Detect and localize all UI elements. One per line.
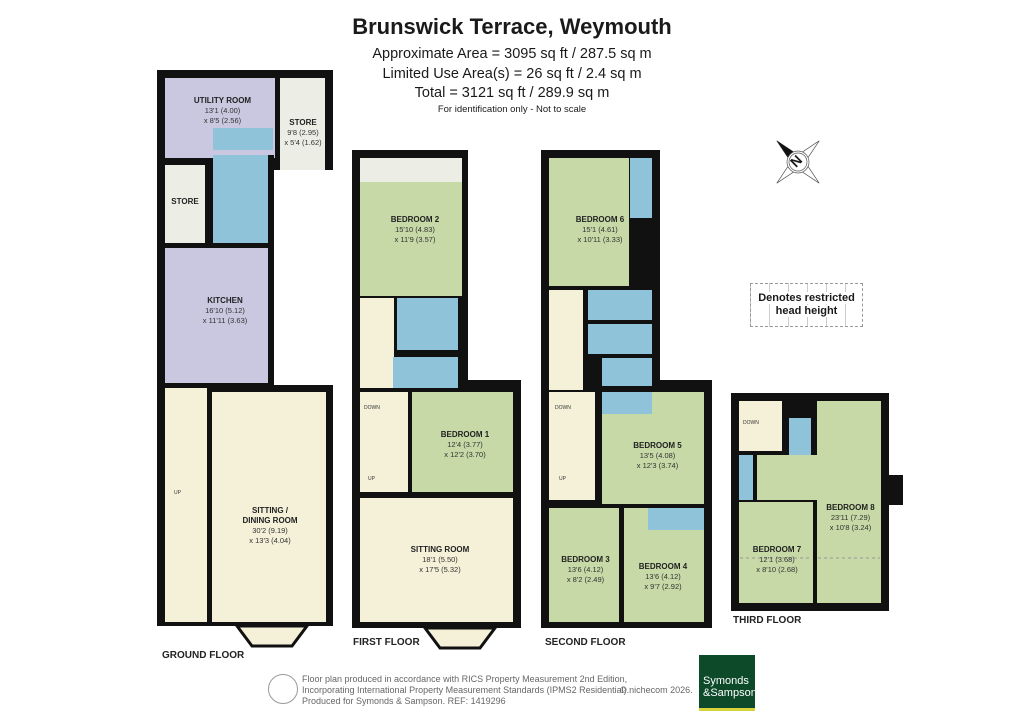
bedroom4-ensuite <box>648 508 704 530</box>
agency-logo: Symonds &Sampson <box>699 655 757 711</box>
sitting-dining-area <box>212 392 326 622</box>
utility-wc-area <box>213 128 273 150</box>
stair-up-ground: UP <box>174 490 181 496</box>
disclaimer-note: For identification only - Not to scale <box>437 104 587 115</box>
bedroom2-wardrobes <box>360 158 468 182</box>
stair-up-first: UP <box>368 476 375 482</box>
stair-down-third: DOWN <box>743 420 759 426</box>
store-top-area <box>280 78 325 170</box>
total-area: Total = 3121 sq ft / 289.9 sq m <box>414 85 610 101</box>
stair-down-second: DOWN <box>555 405 571 411</box>
second-floor-plan <box>541 150 712 628</box>
shower1-area <box>588 290 652 320</box>
bedroom1-area <box>412 392 513 492</box>
kitchen-area <box>165 248 268 383</box>
bedroom7-area <box>739 502 813 603</box>
first-bathroom-area <box>397 298 458 350</box>
limited-use-area: Limited Use Area(s) = 26 sq ft / 2.4 sq … <box>382 66 642 82</box>
bedroom5-ensuite <box>602 392 652 414</box>
bedroom6-ensuite <box>630 158 652 218</box>
floor-label-first: FIRST FLOOR <box>353 637 420 648</box>
shower2-area <box>588 324 652 354</box>
floor-label-ground: GROUND FLOOR <box>162 650 245 661</box>
third-landing <box>757 455 817 500</box>
ground-hall-area <box>165 388 207 622</box>
sitting-room-area <box>360 498 513 622</box>
second-stair-landing <box>549 392 595 500</box>
footer-text: Floor plan produced in accordance with R… <box>302 674 630 706</box>
floor-label-third: THIRD FLOOR <box>733 615 802 626</box>
first-bay-window <box>422 626 498 650</box>
ground-bay-window <box>234 624 310 648</box>
first-landing-upper <box>360 298 394 388</box>
second-landing-upper <box>549 290 583 390</box>
bedroom8-area <box>817 401 881 603</box>
third-wc-left <box>739 455 753 500</box>
page-title: Brunswick Terrace, Weymouth <box>352 14 672 39</box>
room-label-store-mid: STORE <box>171 197 199 206</box>
third-floor-plan <box>731 393 903 611</box>
first-stair-landing <box>360 392 408 492</box>
store-mid-area <box>165 165 205 243</box>
first-floor-plan <box>352 150 521 650</box>
second-wc-area <box>602 358 652 386</box>
ground-bathroom-area <box>213 155 268 243</box>
stair-down-first: DOWN <box>364 405 380 411</box>
approx-area: Approximate Area = 3095 sq ft / 287.5 sq… <box>372 46 652 62</box>
copyright: © nichecom 2026. <box>620 685 693 695</box>
first-shower-room-area <box>393 357 458 388</box>
bedroom3-area <box>549 508 619 622</box>
compass-icon <box>776 140 820 184</box>
measurement-standard-icon <box>268 674 298 704</box>
stair-up-second: UP <box>559 476 566 482</box>
bedroom6-area <box>549 158 629 286</box>
ground-floor-plan <box>157 70 333 648</box>
third-stair <box>739 401 782 451</box>
floor-label-second: SECOND FLOOR <box>545 637 626 648</box>
